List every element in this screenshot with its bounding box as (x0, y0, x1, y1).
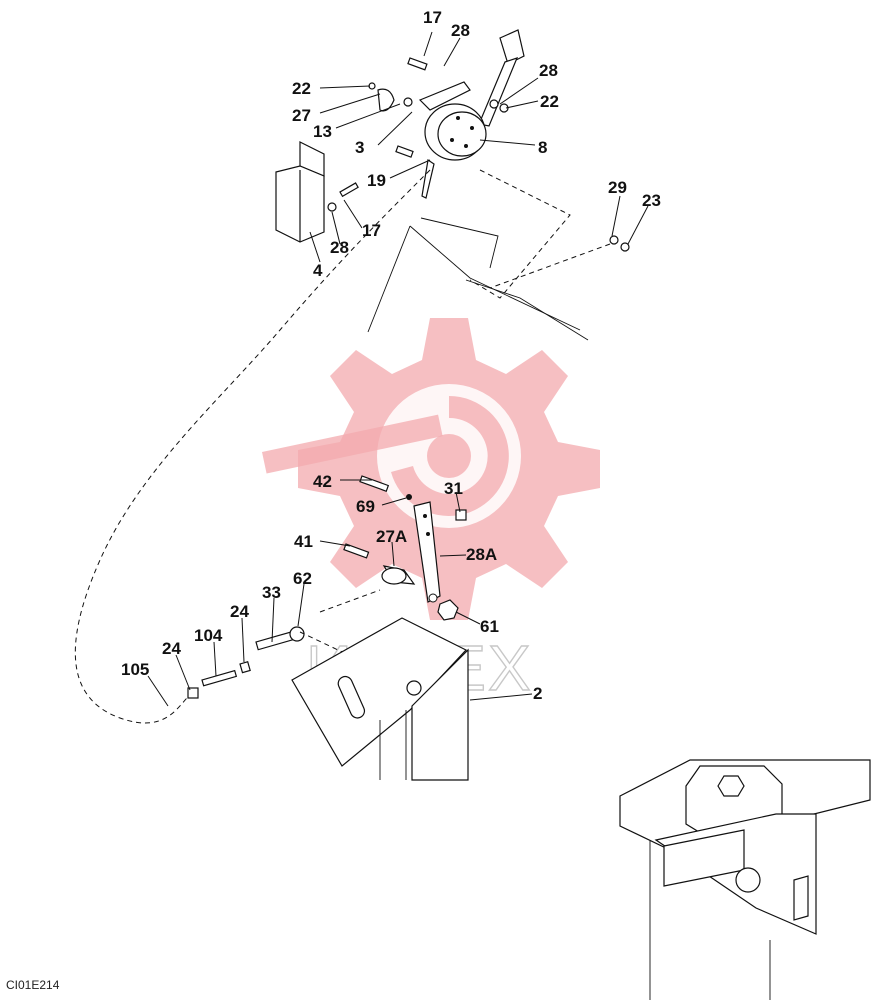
callout-27: 27 (292, 106, 311, 125)
callout-labels: 17 28 22 27 13 3 28 22 8 19 17 28 4 29 2… (121, 8, 661, 703)
callout-28-right: 28 (539, 61, 558, 80)
leader-lines (147, 31, 649, 707)
callout-17: 17 (423, 8, 442, 27)
callout-41: 41 (294, 532, 313, 551)
nut-23 (620, 242, 630, 252)
washer-29 (609, 235, 619, 245)
control-cable-105 (74, 169, 431, 724)
watermark-gear-logo (261, 318, 600, 620)
callout-29: 29 (608, 178, 627, 197)
callout-19: 19 (367, 171, 386, 190)
callout-17-bracket: 17 (362, 221, 381, 240)
governor-bracket-2 (291, 617, 469, 781)
callout-3: 3 (355, 138, 364, 157)
callout-42: 42 (313, 472, 332, 491)
callout-28A: 28A (466, 545, 497, 564)
callout-27A: 27A (376, 527, 407, 546)
diagram-code: CI01E214 (6, 978, 60, 992)
lower-linkage (187, 475, 467, 699)
throttle-lever-assembly (368, 29, 525, 199)
callout-23: 23 (642, 191, 661, 210)
callout-61: 61 (480, 617, 499, 636)
callout-105: 105 (121, 660, 149, 679)
engine-block (619, 759, 871, 1000)
callout-31: 31 (444, 479, 463, 498)
callout-28: 28 (451, 21, 470, 40)
callout-62: 62 (293, 569, 312, 588)
callout-13: 13 (313, 122, 332, 141)
bracket-4 (275, 141, 359, 243)
callout-24-upper: 24 (230, 602, 249, 621)
callout-22-right: 22 (540, 92, 559, 111)
callout-8: 8 (538, 138, 547, 157)
callout-2: 2 (533, 684, 542, 703)
callout-104: 104 (194, 626, 223, 645)
callout-24-lower: 24 (162, 639, 181, 658)
callout-28-bracket: 28 (330, 238, 349, 257)
callout-4: 4 (313, 261, 323, 280)
callout-22: 22 (292, 79, 311, 98)
cab-floor-outline (367, 169, 589, 341)
callout-69: 69 (356, 497, 375, 516)
callout-33: 33 (262, 583, 281, 602)
